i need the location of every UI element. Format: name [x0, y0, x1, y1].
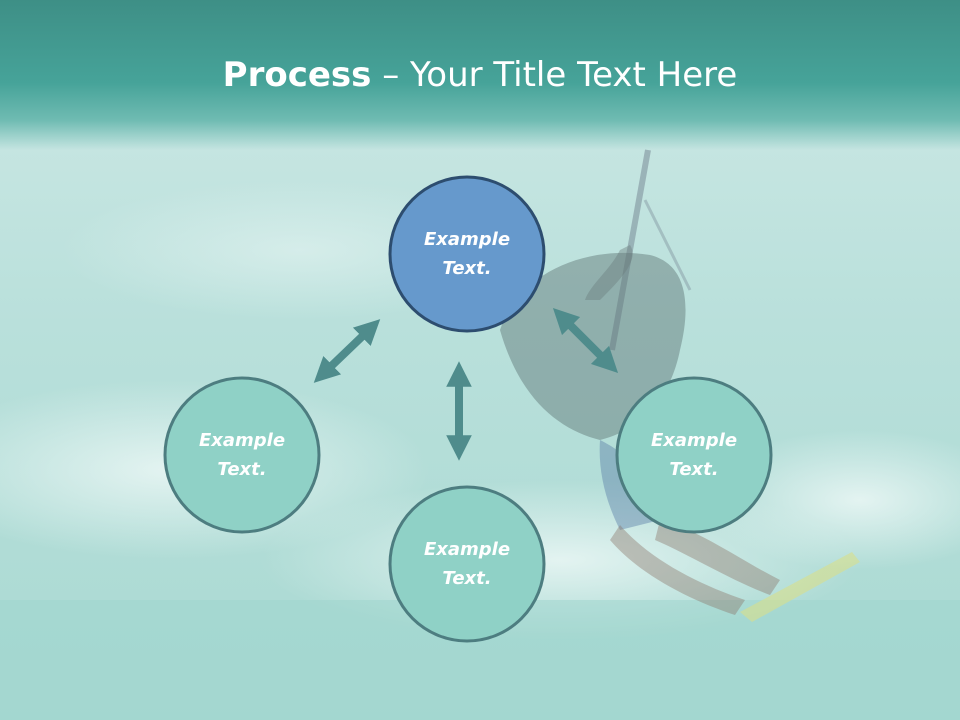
arrow-top-right — [552, 307, 619, 374]
node-left-label: Example Text. — [167, 426, 317, 484]
node-left-line1: Example — [198, 430, 286, 451]
node-top-label: Example Text. — [392, 225, 542, 283]
node-bottom-label: Example Text. — [392, 535, 542, 593]
arrow-top-left — [313, 319, 381, 383]
node-left — [163, 376, 321, 534]
node-top — [388, 175, 546, 333]
node-bottom-line2: Text. — [442, 568, 492, 589]
node-bottom-line1: Example — [423, 539, 511, 560]
node-right — [615, 376, 773, 534]
slide-title: Process – Your Title Text Here — [0, 50, 960, 100]
node-top-line1: Example — [423, 229, 511, 250]
node-bottom — [388, 485, 546, 643]
title-bold: Process — [222, 55, 372, 95]
node-right-label: Example Text. — [619, 426, 769, 484]
title-rest: Your Title Text Here — [410, 55, 738, 95]
node-left-line2: Text. — [217, 459, 267, 480]
node-right-line2: Text. — [669, 459, 719, 480]
title-separator: – — [371, 55, 411, 95]
header-band — [0, 0, 960, 150]
node-top-line2: Text. — [442, 258, 492, 279]
node-right-line1: Example — [650, 430, 738, 451]
